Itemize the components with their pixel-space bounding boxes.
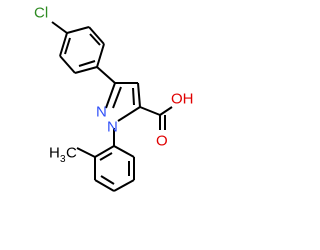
methyl-bond [76,147,96,158]
chlorophenyl-ring [51,21,105,74]
aryl-pyrazole-bond [96,66,116,84]
chemical-structure-diagram: Cl N N OH O H 3 C [34,5,194,192]
hydroxyl-label: OH [171,91,194,108]
carbonyl-oxygen-label: O [156,133,168,150]
methyl-label: H 3 C [49,145,77,166]
pyrazole-ring [105,82,141,122]
tolyl-ring [94,145,135,192]
svg-text:H: H [49,145,60,162]
svg-text:C: C [66,145,77,162]
chlorine-label: Cl [34,5,48,22]
svg-text:3: 3 [60,154,66,165]
nitrogen-label-bottom: N [107,119,118,136]
nitrogen-label-top: N [96,104,107,121]
carboxylic-acid-group [139,106,173,130]
